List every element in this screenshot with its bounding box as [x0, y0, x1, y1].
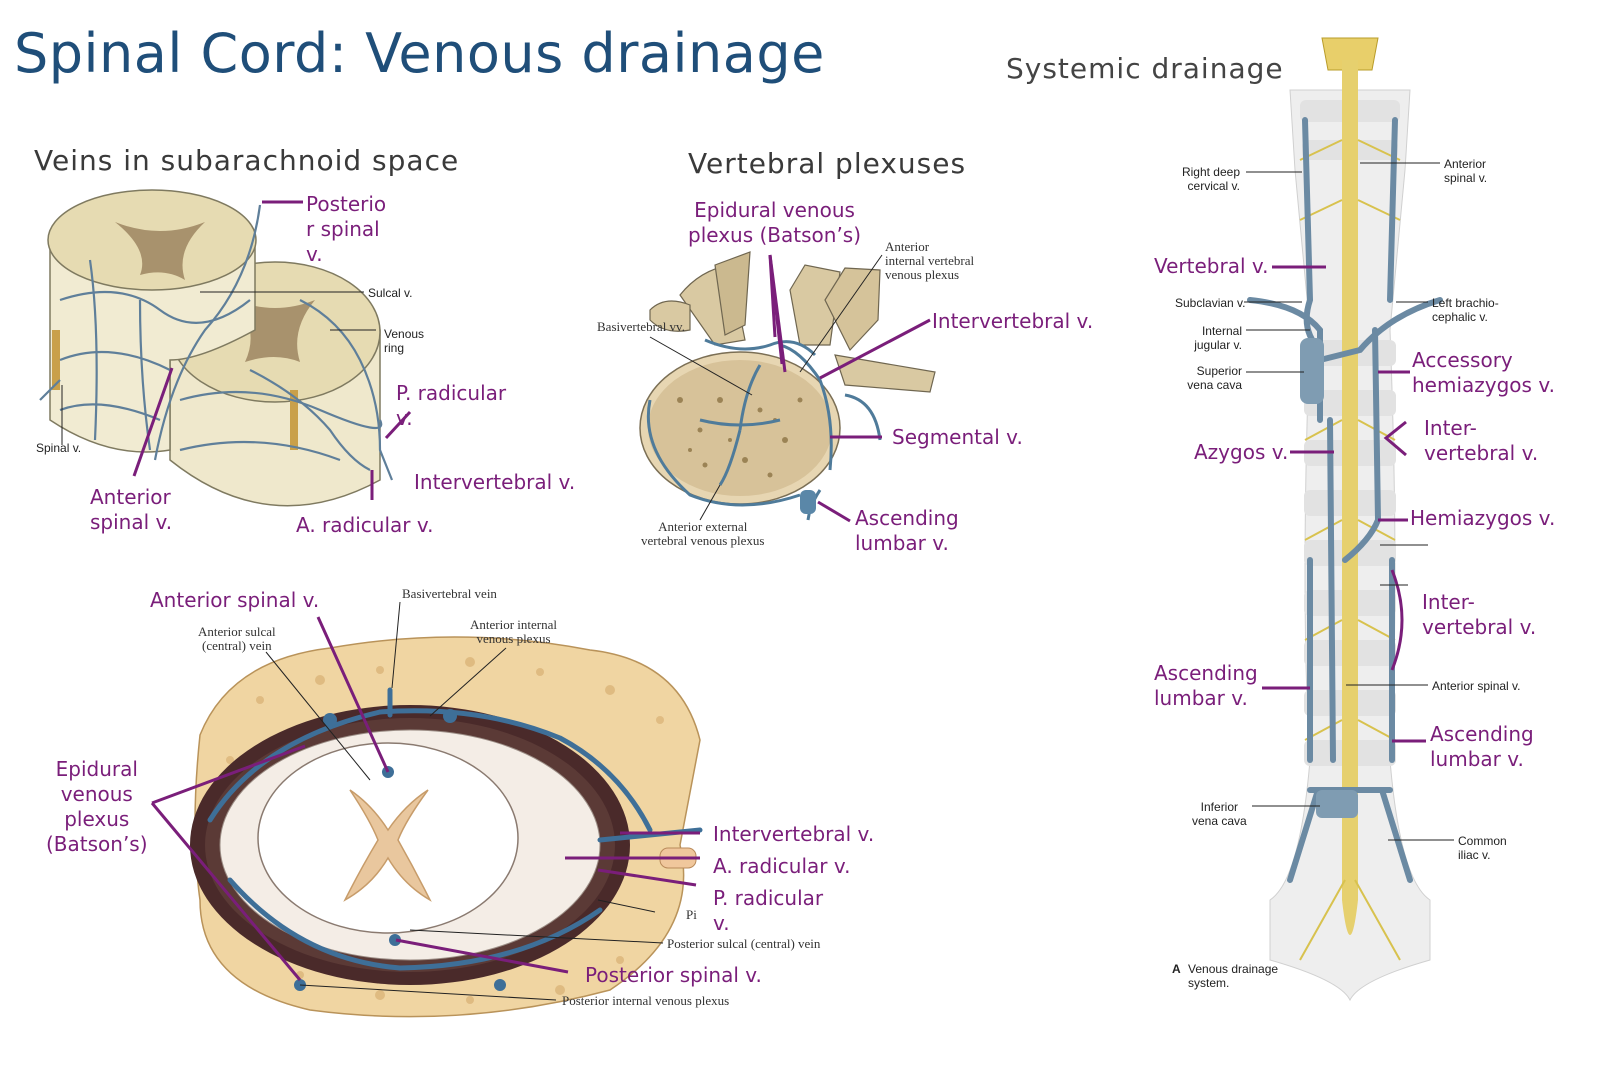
label-pi: Pi: [686, 907, 697, 922]
label-subclavian-v: Subclavian v.: [1175, 296, 1246, 310]
callout-ascending-lumbar-v-left: Ascending lumbar v.: [1154, 661, 1258, 710]
page-title: Spinal Cord: Venous drainage: [14, 22, 825, 85]
callout-accessory-hemiazygos-v: Accessory hemiazygos v.: [1412, 348, 1555, 397]
label-spinal-v: Spinal v.: [36, 441, 82, 455]
label-anterior-external-vertebral-venous-plexus: Anterior external vertebral venous plexu…: [641, 519, 765, 548]
callout-a-radicular-v: A. radicular v.: [296, 513, 434, 537]
label-superior-vena-cava: Superior vena cava: [1187, 364, 1242, 392]
label-posterior-sulcal-central-vein: Posterior sulcal (central) vein: [667, 936, 821, 951]
callout-intervertebral-v-upper: Inter- vertebral v.: [1424, 416, 1539, 465]
callout-posterior-spinal-v: Posterio r spinal v.: [306, 192, 387, 266]
callout-azygos-v: Azygos v.: [1194, 440, 1289, 464]
label-anterior-sulcal-central-vein: Anterior sulcal (central) vein: [198, 624, 276, 653]
label-caption-letter: A: [1172, 962, 1181, 976]
label-anterior-spinal-v-mid: Anterior spinal v.: [1432, 679, 1521, 693]
section-title-subarachnoid: Veins in subarachnoid space: [34, 144, 460, 177]
section-title-systemic: Systemic drainage: [1006, 52, 1284, 85]
callout-segmental-v: Segmental v.: [892, 425, 1023, 449]
callout-anterior-spinal-v: Anterior spinal v.: [90, 485, 173, 534]
label-internal-jugular-v: Internal jugular v.: [1194, 324, 1242, 352]
callout-intervertebral-v-plexus: Intervertebral v.: [932, 309, 1094, 333]
label-posterior-internal-venous-plexus: Posterior internal venous plexus: [562, 993, 730, 1008]
callout-intervertebral-v-cross: Intervertebral v.: [713, 822, 875, 846]
label-right-deep-cervical-v: Right deep cervical v.: [1181, 165, 1240, 193]
label-basivertebral-vv: Basivertebral vv.: [597, 319, 685, 334]
label-anterior-internal-vertebral-venous-plexus: Anterior internal vertebral venous plexu…: [885, 239, 975, 282]
callout-vertebral-v: Vertebral v.: [1154, 254, 1269, 278]
callout-a-radicular-v-cross: A. radicular v.: [713, 854, 851, 878]
callout-epidural-venous-plexus: Epidural venous plexus (Batson’s): [688, 198, 862, 247]
label-common-iliac-v: Common iliac v.: [1458, 834, 1507, 862]
label-anterior-internal-venous-plexus: Anterior internal venous plexus: [470, 617, 557, 646]
label-venous-ring: Venous ring: [384, 327, 425, 355]
section-title-plexuses: Vertebral plexuses: [688, 147, 967, 180]
label-caption-venous-drainage-system: Venous drainage system.: [1188, 962, 1279, 990]
callout-ascending-lumbar-v-right: Ascending lumbar v.: [1430, 722, 1534, 771]
callout-ascending-lumbar-v-plexus: Ascending lumbar v.: [855, 506, 959, 555]
callout-intervertebral-v: Intervertebral v.: [414, 470, 576, 494]
callout-epidural-venous-plexus-cross: Epidural venous plexus (Batson’s): [46, 757, 148, 856]
callout-anterior-spinal-v-cross: Anterior spinal v.: [150, 588, 320, 612]
label-inferior-vena-cava: Inferior vena cava: [1192, 800, 1247, 828]
callout-intervertebral-v-lower: Inter- vertebral v.: [1422, 590, 1537, 639]
label-basivertebral-vein: Basivertebral vein: [402, 586, 497, 601]
callout-hemiazygos-v: Hemiazygos v.: [1410, 506, 1556, 530]
callout-p-radicular-v: P. radicular v.: [396, 381, 507, 430]
callout-posterior-spinal-v-cross: Posterior spinal v.: [585, 963, 762, 987]
label-left-brachiocephalic-v: Left brachio- cephalic v.: [1432, 296, 1499, 324]
callout-p-radicular-v-cross: P. radicular v.: [713, 886, 824, 935]
label-anterior-spinal-v-top: Anterior spinal v.: [1444, 157, 1488, 185]
label-sulcal-v: Sulcal v.: [368, 286, 413, 300]
